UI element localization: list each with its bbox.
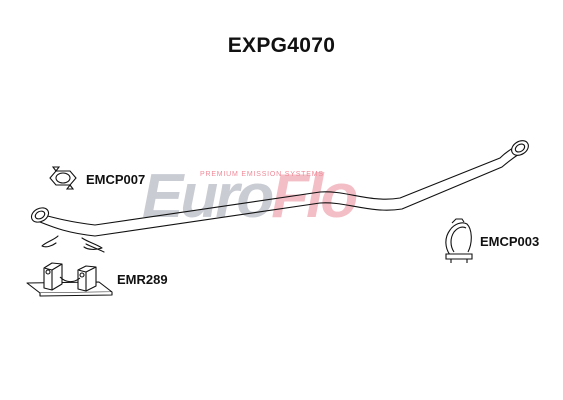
exhaust-clamp-icon <box>49 166 77 190</box>
watermark-euro: Euro <box>142 162 274 231</box>
part-label-emcp003: EMCP003 <box>480 234 540 249</box>
diagram-title: EXPG4070 <box>227 34 336 57</box>
rubber-mount-icon <box>26 262 113 297</box>
exhaust-pipe-icon <box>30 140 529 253</box>
watermark-tagline: PREMIUM EMISSION SYSTEMS <box>200 171 324 178</box>
part-label-emcp007: EMCP007 <box>86 172 146 187</box>
part-label-emr289: EMR289 <box>117 272 168 287</box>
u-bolt-clamp-icon <box>445 218 473 263</box>
brand-watermark: EuroFlo <box>142 166 358 228</box>
